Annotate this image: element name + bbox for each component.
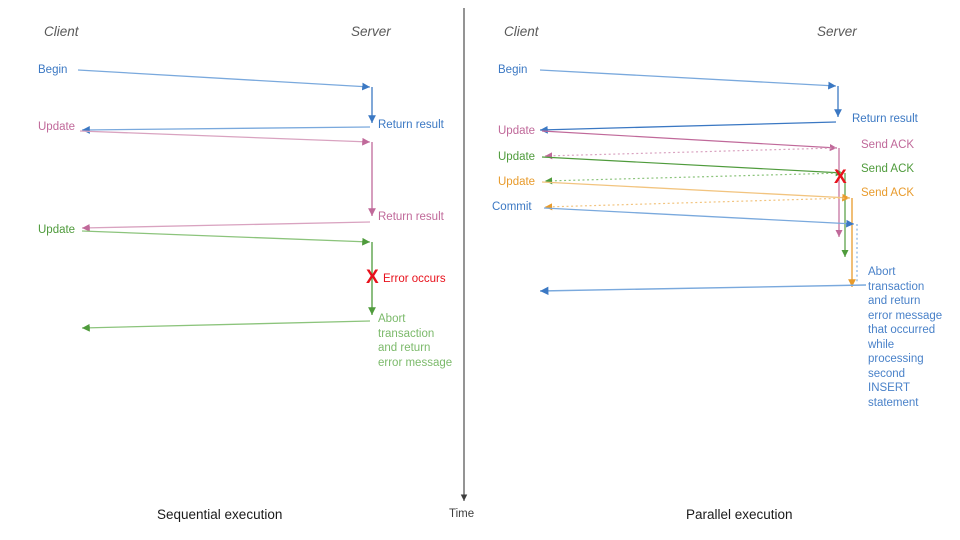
right-label-update-1: Update [498,125,536,137]
right-label-update-3: Update [498,176,536,188]
arrow-p-update1-request [541,130,838,152]
arrow-p-send-ack-3 [544,197,850,211]
arrow-p-begin-request [539,69,837,90]
right-panel-arrows [539,69,867,296]
left-panel-arrows [77,69,376,332]
left-label-abort-message: Abort transaction and return error messa… [378,313,453,369]
right-panel-caption: Parallel execution [686,507,793,522]
arrow-p-update2-request [541,156,844,177]
arrow-p-return-result [539,121,837,134]
right-error-x-icon: X [834,167,847,188]
right-label-begin: Begin [498,64,528,76]
right-label-send-ack-1: Send ACK [861,139,915,151]
arrow-p-send-ack-2 [544,172,843,185]
right-label-send-ack-2: Send ACK [861,163,915,175]
arrow-p-commit-request [543,207,855,228]
arrow-update1-request [79,130,371,146]
left-label-error-occurs: Error occurs [383,273,446,285]
left-label-update-1: Update [38,121,76,133]
left-label-return-result-2: Return result [378,211,444,223]
left-label-update-2: Update [38,224,76,236]
left-client-header: Client [44,24,79,39]
arrow-return-result-2 [81,221,371,232]
right-label-send-ack-3: Send ACK [861,187,915,199]
right-server-header: Server [817,24,857,39]
arrow-p-update3-request [541,181,851,202]
arrow-p-abort-return [539,284,867,296]
left-panel-caption: Sequential execution [157,507,283,522]
right-label-update-2: Update [498,151,536,163]
arrow-begin-request [77,69,371,91]
right-label-abort-message: Abort transaction and return error messa… [868,266,943,409]
arrow-return-result-1 [81,126,371,134]
time-axis-label: Time [449,508,475,520]
right-client-header: Client [504,24,539,39]
left-label-return-result-1: Return result [378,119,444,131]
left-error-x-icon: X [366,267,379,288]
arrow-abort-return-left [81,320,371,332]
right-label-return-result: Return result [852,113,918,125]
right-label-commit: Commit [492,201,532,213]
left-server-header: Server [351,24,391,39]
arrow-update2-request [81,230,371,246]
arrow-p-send-ack-1 [544,147,837,160]
left-label-begin: Begin [38,64,68,76]
